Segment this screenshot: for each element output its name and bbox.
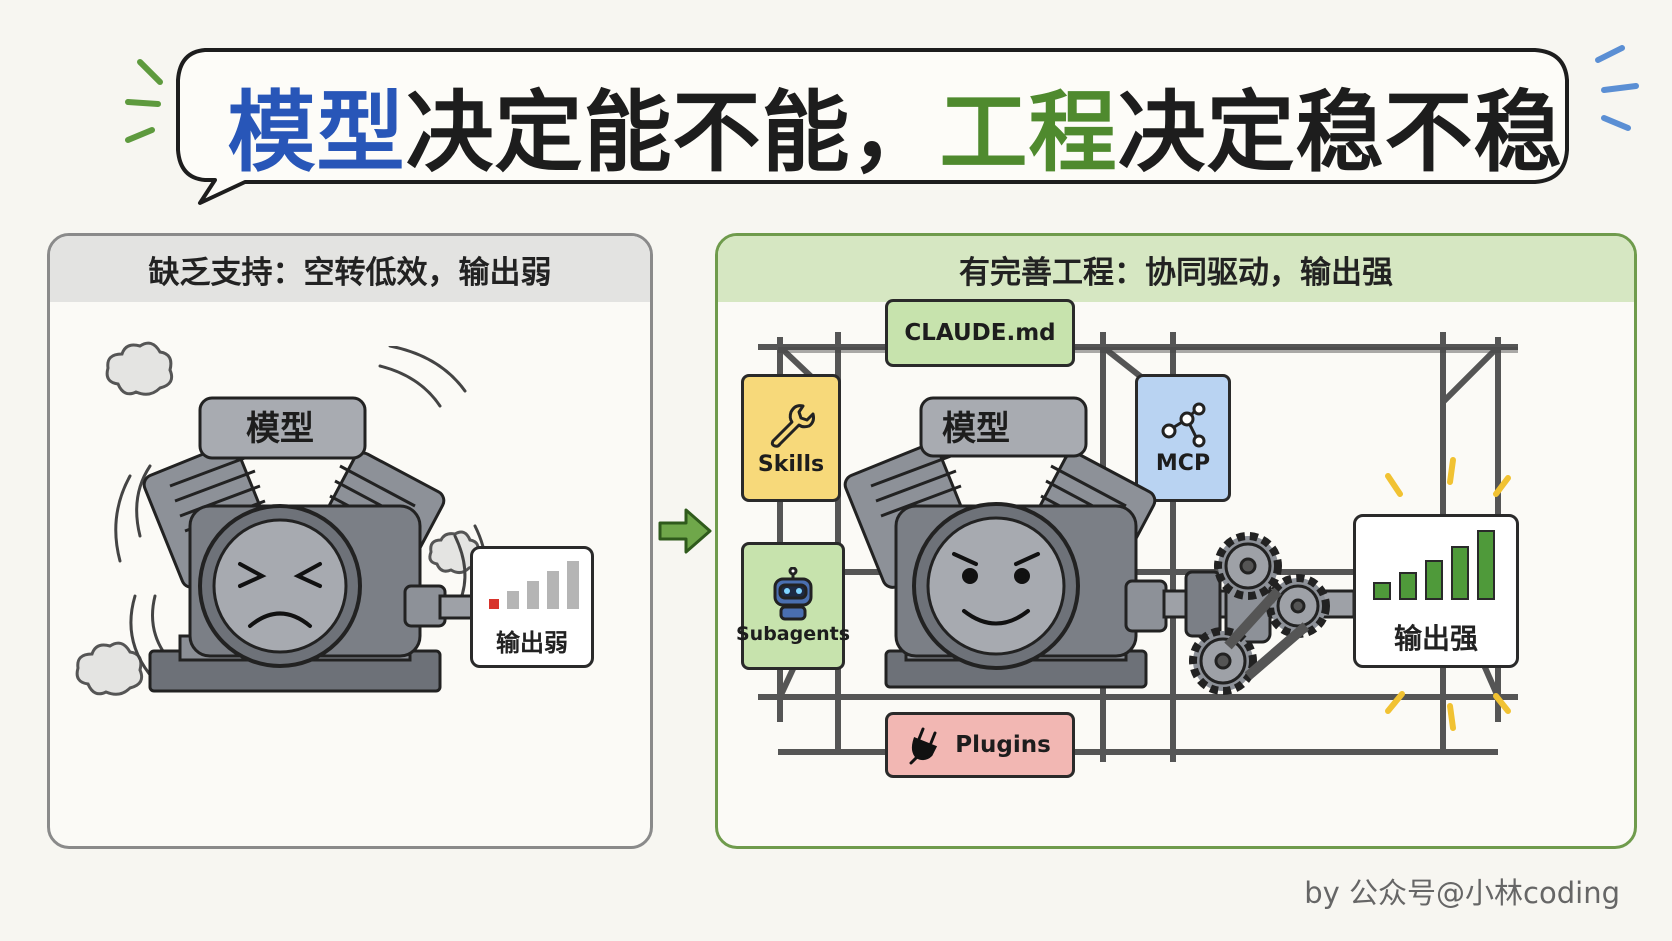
network-nodes-icon (1161, 402, 1206, 447)
title-speech-bubble (125, 45, 1639, 205)
bar-2 (507, 591, 519, 609)
bar-3 (1425, 560, 1443, 600)
bar-4 (547, 571, 559, 609)
smoke-puff-icon (428, 530, 480, 575)
engine-top-plate (919, 396, 1088, 458)
title-accent-marks-left (125, 59, 163, 143)
tag-claude-md-label: CLAUDE.md (904, 320, 1056, 346)
tag-skills-label: Skills (757, 451, 825, 477)
smoke-puff-icon (105, 341, 174, 396)
title-engineering: 工程 (939, 80, 1118, 184)
bar-5 (1477, 530, 1495, 600)
robot-icon (773, 567, 813, 621)
engine-happy (843, 396, 1356, 689)
tag-skills: Skills (741, 374, 841, 502)
tag-mcp-label: MCP (1155, 450, 1211, 476)
transition-arrow-icon (658, 508, 712, 554)
panel-left-header: 缺乏支持：空转低效，输出弱 (50, 236, 650, 302)
panel-right-header: 有完善工程：协同驱动，输出强 (718, 236, 1634, 302)
sparkle-rays (1385, 457, 1511, 731)
bar-5 (567, 561, 579, 609)
bar-4 (1451, 546, 1469, 600)
tag-claude-md: CLAUDE.md (885, 299, 1075, 367)
bar-3 (527, 581, 539, 609)
engine-sad (142, 396, 500, 693)
engine-top-plate (198, 396, 367, 460)
signal-bars-strong (1373, 530, 1495, 600)
panel-with-engineering: 有完善工程：协同驱动，输出强 CLAUDE.md (715, 233, 1637, 849)
wrench-icon (770, 403, 815, 448)
footer-credit: by 公众号@小林coding (1304, 876, 1620, 910)
tag-plugins-label: Plugins (955, 732, 1051, 758)
tag-subagents: Subagents (736, 542, 850, 670)
output-strong-card: 输出强 (1353, 514, 1519, 668)
bar-1 (489, 599, 499, 609)
bar-1 (1373, 582, 1391, 600)
gear-chain-icon (1189, 532, 1330, 695)
bar-2 (1399, 572, 1417, 600)
tag-plugins: Plugins (885, 712, 1075, 778)
smoke-puff-icon (75, 641, 144, 696)
engine-label-left: 模型 (246, 409, 314, 449)
tag-subagents-label: Subagents (735, 623, 851, 645)
output-weak-card: 输出弱 (470, 546, 594, 668)
panel-without-support: 缺乏支持：空转低效，输出弱 (47, 233, 653, 849)
title-phrase-2: 决定稳不稳 (1117, 80, 1563, 184)
output-weak-label: 输出弱 (496, 629, 568, 657)
page-title: 模型决定能不能，工程决定稳不稳 (225, 60, 1565, 190)
title-phrase-1: 决定能不能， (405, 80, 940, 184)
plug-icon (909, 727, 938, 765)
signal-bars-weak (489, 561, 579, 609)
output-strong-label: 输出强 (1393, 622, 1478, 655)
engine-label-right: 模型 (942, 409, 1010, 449)
title-model: 模型 (227, 80, 406, 184)
tag-mcp: MCP (1135, 374, 1231, 502)
title-accent-marks-right (1595, 45, 1639, 131)
